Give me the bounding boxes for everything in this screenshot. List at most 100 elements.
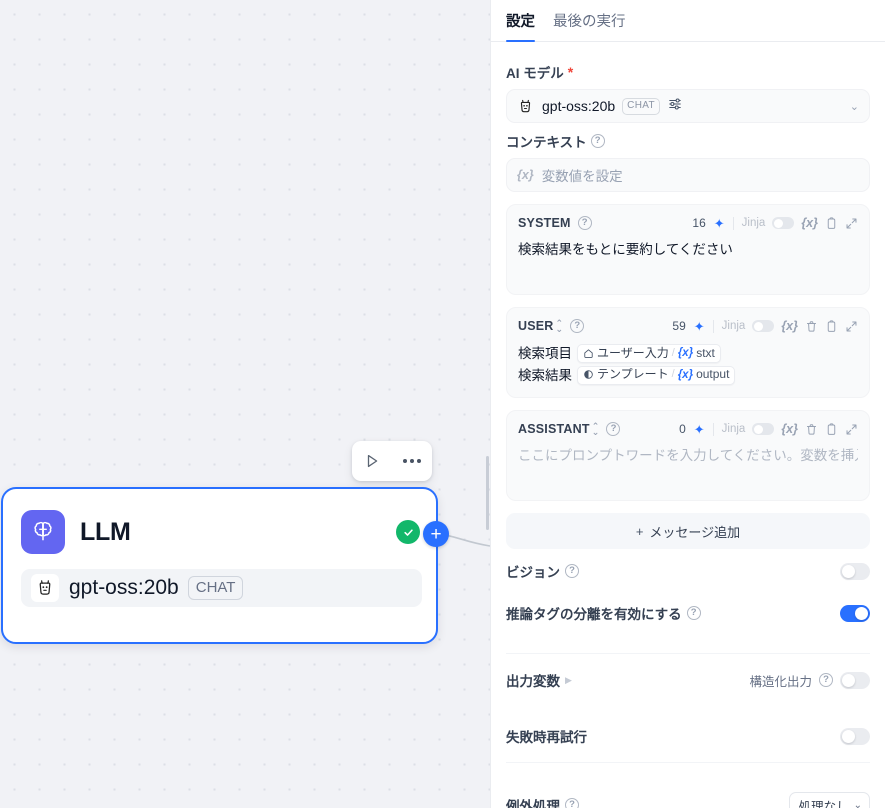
jinja-label: Jinja xyxy=(721,320,746,332)
ai-model-select[interactable]: gpt-oss:20b CHAT ⌄ xyxy=(506,89,870,123)
section-divider xyxy=(506,762,870,763)
chip-variable-icon: {x} xyxy=(677,368,694,381)
model-params-icon[interactable] xyxy=(668,97,682,116)
clipboard-glyph xyxy=(827,319,836,332)
tab-last-run[interactable]: 最後の実行 xyxy=(553,14,626,30)
help-icon[interactable]: ? xyxy=(686,606,701,620)
tab-settings[interactable]: 設定 xyxy=(506,10,535,42)
error-handling-row: 例外処理 ? 処理なし ⌄ xyxy=(506,785,870,808)
message-block-system[interactable]: SYSTEM ? 16 ✦ Jinja {x} xyxy=(506,204,870,295)
trash-glyph xyxy=(806,423,817,435)
expand-icon[interactable] xyxy=(845,423,858,436)
retry-on-failure-row: 失敗時再試行 xyxy=(506,716,870,756)
jinja-toggle[interactable] xyxy=(752,320,775,332)
node-more-button[interactable] xyxy=(398,447,426,475)
expand-glyph xyxy=(846,424,857,434)
chip-separator: / xyxy=(671,368,675,381)
message-body[interactable]: 検索項目 ユーザー入力 / {x} stxt 検索結果 xyxy=(518,343,858,387)
generate-icon[interactable]: ✦ xyxy=(713,215,725,231)
panel-resize-handle[interactable] xyxy=(484,0,490,808)
error-handling-select[interactable]: 処理なし ⌄ xyxy=(788,792,870,808)
message-block-user[interactable]: USER ⌃⌄ ? 59 ✦ Jinja {x} xyxy=(506,307,870,398)
add-message-button[interactable]: + メッセージ追加 xyxy=(506,513,870,549)
brain-glyph xyxy=(34,521,52,541)
help-icon[interactable]: ? xyxy=(577,216,592,230)
panel-tabs: 設定 最後の実行 xyxy=(491,0,885,42)
chevron-down-icon: ⌄ xyxy=(853,799,862,808)
ai-model-label: AI モデル xyxy=(506,66,564,81)
panel-body: AI モデル * gpt-oss:20b CHAT xyxy=(491,42,885,808)
error-handling-control: 処理なし ⌄ xyxy=(788,792,870,808)
token-count: 59 xyxy=(672,319,686,333)
sliders-glyph xyxy=(669,97,681,110)
node-hover-toolbar[interactable] xyxy=(352,441,432,481)
message-role-label: ASSISTANT xyxy=(518,422,590,436)
llm-node[interactable]: LLM gpt-oss:20b xyxy=(1,487,438,644)
generate-icon[interactable]: ✦ xyxy=(693,421,705,437)
output-variables-label-group[interactable]: 出力変数 ▶ xyxy=(506,670,572,690)
reasoning-split-toggle[interactable] xyxy=(840,604,870,622)
message-role-assistant[interactable]: ASSISTANT ⌃⌄ xyxy=(518,421,599,437)
message-block-assistant[interactable]: ASSISTANT ⌃⌄ ? 0 ✦ Jinja {x} xyxy=(506,410,870,501)
message-toolbar: 16 ✦ Jinja {x} xyxy=(692,216,858,230)
message-role-user[interactable]: USER ⌃⌄ xyxy=(518,318,563,334)
message-placeholder: ここにプロンプトワードを入力してください。変数を挿入するには「{」... xyxy=(518,448,858,463)
expand-icon[interactable] xyxy=(845,320,858,333)
prompt-line: 検索結果 テンプレート / {x} output xyxy=(518,365,858,387)
help-icon[interactable]: ? xyxy=(606,422,621,436)
plus-icon: + xyxy=(635,523,644,539)
expand-icon[interactable] xyxy=(845,217,858,230)
generate-icon[interactable]: ✦ xyxy=(693,318,705,334)
chevron-right-icon: ▶ xyxy=(565,674,572,685)
variable-icon: {x} xyxy=(517,168,534,182)
divider xyxy=(732,216,734,230)
prompt-prefix: 検索結果 xyxy=(518,367,572,383)
retry-on-failure-toggle[interactable] xyxy=(840,727,870,745)
token-count: 16 xyxy=(692,216,706,230)
run-node-button[interactable] xyxy=(358,447,386,475)
node-status-badge xyxy=(396,520,420,544)
delete-icon[interactable] xyxy=(805,320,818,333)
vision-label: ビジョン xyxy=(506,565,560,580)
insert-variable-icon[interactable]: {x} xyxy=(781,422,798,436)
retry-control xyxy=(840,727,870,745)
copy-icon[interactable] xyxy=(825,422,838,436)
divider xyxy=(712,422,714,436)
structured-output-label: 構造化出力 xyxy=(749,674,812,689)
copy-icon[interactable] xyxy=(825,319,838,333)
help-icon[interactable]: ? xyxy=(565,798,579,808)
jinja-toggle[interactable] xyxy=(772,217,795,229)
help-icon[interactable]: ? xyxy=(819,673,833,687)
insert-variable-icon[interactable]: {x} xyxy=(781,319,798,333)
node-add-next-button[interactable]: + xyxy=(423,521,449,547)
insert-variable-icon[interactable]: {x} xyxy=(801,216,818,230)
ai-model-label-row: AI モデル * xyxy=(506,62,870,82)
jinja-label: Jinja xyxy=(721,423,746,435)
llm-node-model-name: gpt-oss:20b xyxy=(69,576,179,599)
message-body[interactable]: 検索結果をもとに要約してください xyxy=(518,240,858,284)
variable-chip[interactable]: テンプレート / {x} output xyxy=(577,365,736,385)
message-text: 検索結果をもとに要約してください xyxy=(518,242,733,257)
copy-icon[interactable] xyxy=(825,216,838,230)
vision-toggle[interactable] xyxy=(840,562,870,580)
help-icon[interactable]: ? xyxy=(565,564,579,578)
help-icon[interactable]: ? xyxy=(570,319,585,333)
context-label: コンテキスト xyxy=(506,135,587,150)
delete-icon[interactable] xyxy=(805,423,818,436)
help-icon[interactable]: ? xyxy=(590,134,605,148)
message-body[interactable]: ここにプロンプトワードを入力してください。変数を挿入するには「{」... xyxy=(518,446,858,490)
template-icon xyxy=(584,370,593,380)
message-role-label: USER xyxy=(518,319,554,333)
jinja-toggle[interactable] xyxy=(752,423,775,435)
chip-variable-icon: {x} xyxy=(677,347,694,360)
llama-icon xyxy=(520,99,531,112)
variable-chip[interactable]: ユーザー入力 / {x} stxt xyxy=(577,344,721,364)
message-header: ASSISTANT ⌃⌄ ? 0 ✦ Jinja {x} xyxy=(518,420,858,438)
vision-control xyxy=(840,562,870,580)
message-role-system: SYSTEM xyxy=(518,216,571,230)
retry-label-group: 失敗時再試行 xyxy=(506,726,587,746)
structured-output-toggle[interactable] xyxy=(840,671,870,689)
workflow-canvas[interactable]: LLM gpt-oss:20b xyxy=(0,0,490,808)
context-input[interactable]: {x} 変数値を設定 xyxy=(506,158,870,192)
